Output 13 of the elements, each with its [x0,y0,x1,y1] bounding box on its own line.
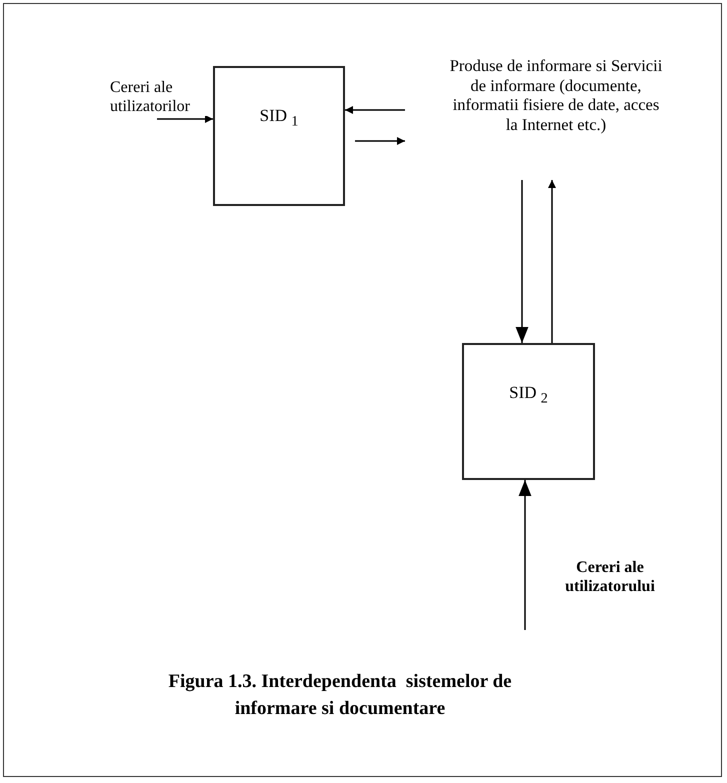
box-label: SID $_{2}$ [509,383,548,408]
node-text: Produse de informare si Servicii de informare (documente, informatii fisiere de date, acces la Internet etc.) [405,56,707,180]
figure-caption: Figura 1.3. Interdependenta sistemelor de informare si documentare [167,670,513,721]
arrow [355,137,405,145]
arrow [157,115,213,123]
arrow [516,180,528,343]
arrow [548,180,556,343]
edge-label: Cereri ale utilizatorilor [110,78,208,116]
arrow [518,480,532,630]
arrow [345,106,405,114]
box-label: SID $_{1}$ [260,106,298,132]
process-box [213,66,345,206]
process-box [462,343,595,480]
